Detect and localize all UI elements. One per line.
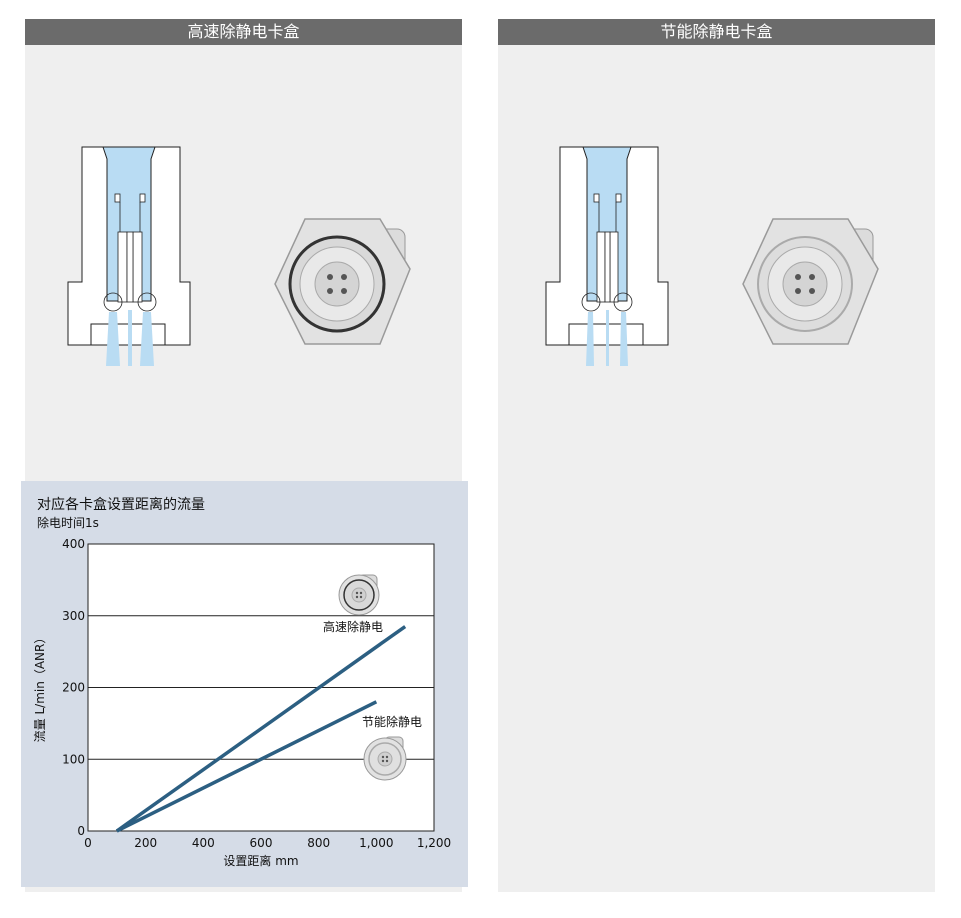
flow-rate-chart: 对应各卡盒设置距离的流量 除电时间1s 0 100 200 300 400 0 200 40… <box>21 481 468 887</box>
high-speed-cross-section-diagram <box>67 146 191 366</box>
x-tick-label: 800 <box>307 836 330 850</box>
y-tick-label: 200 <box>62 681 85 695</box>
series-line-high-speed <box>115 625 407 833</box>
y-tick-label: 100 <box>62 752 85 766</box>
x-axis-label: 设置距离 mm <box>223 853 298 868</box>
series-label-energy-saving: 节能除静电 <box>362 714 422 729</box>
x-tick-label: 1,000 <box>359 836 393 850</box>
x-tick-label: 200 <box>134 836 157 850</box>
energy-saving-legend-photo <box>363 736 407 781</box>
chart-subtitle: 除电时间1s <box>37 516 99 530</box>
series-label-high-speed: 高速除静电 <box>323 619 383 634</box>
y-tick-label: 0 <box>77 824 85 838</box>
series-line-energy-saving <box>116 700 378 833</box>
energy-saving-panel-title: 节能除静电卡盒 <box>498 19 935 45</box>
x-tick-label: 1,200 <box>417 836 451 850</box>
high-speed-panel-title: 高速除静电卡盒 <box>25 19 462 45</box>
chart-plot-area: 0 100 200 300 400 0 200 400 600 800 1,000 1,200 高速… <box>33 537 451 868</box>
y-tick-label: 300 <box>62 609 85 623</box>
x-tick-label: 0 <box>84 836 92 850</box>
energy-saving-cartridge-photo <box>742 218 879 345</box>
high-speed-cartridge-photo <box>274 218 411 345</box>
x-tick-label: 400 <box>192 836 215 850</box>
energy-saving-panel: 节能除静电卡盒 <box>498 19 935 892</box>
energy-saving-cross-section-diagram <box>545 146 669 366</box>
x-tick-label: 600 <box>250 836 273 850</box>
y-axis-label: 流量 L/min（ANR） <box>33 632 47 743</box>
y-tick-label: 400 <box>62 537 85 551</box>
high-speed-legend-photo <box>338 574 380 616</box>
chart-title: 对应各卡盒设置距离的流量 <box>37 497 205 513</box>
